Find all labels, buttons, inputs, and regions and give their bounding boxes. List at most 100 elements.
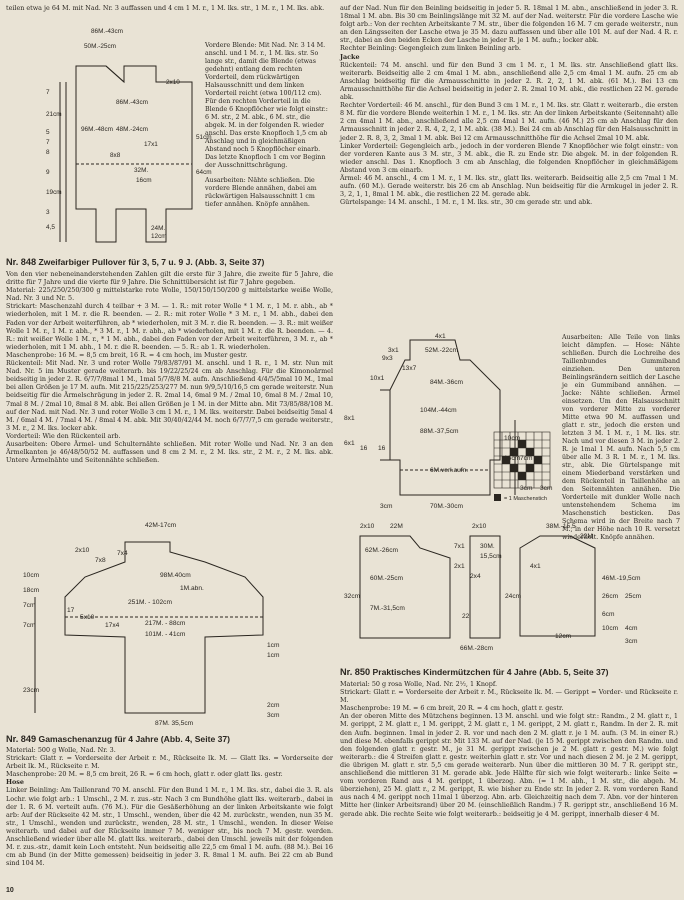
diagram-849-label: 217M. - 88cm (145, 620, 186, 627)
diagram-849-label: 1cm (267, 652, 280, 659)
diagram-850-top-label: 104M.-44cm (420, 407, 457, 414)
diagram-848-label: 86M.-43cm (91, 28, 123, 35)
diagram-850-bottom-label: 7M.-31,5cm (370, 605, 405, 612)
diagram-850-top-label: 10cm (504, 435, 521, 442)
diagram-849-label: 17x4 (105, 622, 120, 629)
diagram-848-label: 48M.-24cm (116, 126, 148, 133)
diagram-848-label: 2x10 (166, 79, 180, 86)
diagram-848-label: 12cm (151, 233, 167, 240)
diagram-849-label: 2x10 (75, 547, 90, 554)
diagram-849: 42M-17cm 2x10 7x8 7x4 98M.40cm 1M.abn. 2… (23, 522, 280, 727)
diagram-850-bottom-label: 46M.-19,5cm (602, 575, 641, 582)
diagram-849-label: 7x4 (117, 550, 128, 557)
schema-legend: = 1 Maschenstich (504, 496, 547, 502)
diagram-850-top-label: 7cm (520, 455, 533, 462)
diagram-848-label: 4,5 (46, 224, 55, 231)
diagram-850-top-label: 9x3 (382, 355, 393, 362)
diagram-850-top-label: 4x1 (435, 333, 446, 340)
diagram-850-bottom-label: 4x1 (530, 563, 541, 570)
diagram-848-label: 17x1 (144, 141, 158, 148)
diagram-850-bottom-label: 32cm (344, 593, 361, 600)
stitch-schema: = 1 Maschenstich (493, 431, 551, 502)
diagram-849-label: 7cm (23, 622, 36, 629)
diagram-848: 86M.-43cm 50M.-25cm 86M.-43cm 96M.-48cm … (46, 28, 212, 243)
diagram-850-bottom-label: 7x1 (454, 543, 465, 550)
diagram-850-top-label: 16cm (504, 455, 521, 462)
diagram-849-label: 98M.40cm (160, 572, 191, 579)
diagram-849-label: 10cm (23, 572, 40, 579)
diagram-849-label: 5x10 (80, 614, 95, 621)
diagram-850-top-label: 84M.-36cm (430, 379, 463, 386)
diagram-848-label: 86M.-43cm (116, 99, 148, 106)
diagram-848-label: 32M. (134, 167, 148, 174)
diagram-849-label: 18cm (23, 587, 40, 594)
diagram-850-top-label: 88M.-37,5cm (420, 428, 459, 435)
diagram-850-bottom-label: 2x4 (470, 573, 481, 580)
diagram-848-label: 3 (46, 209, 50, 216)
diagram-850-bottom-label: 15,5cm (480, 553, 502, 560)
diagram-849-label: 23cm (23, 687, 40, 694)
body-849: Material: 500 g Wolle, Nad. Nr. 3. Stric… (6, 746, 333, 868)
diagram-850-bottom-label: 38M.-15,5 (546, 523, 576, 530)
diagram-850-top-label: 3x1 (388, 347, 399, 354)
diagram-849-label: 2cm (267, 702, 280, 709)
diagram-850-bottom-label: 24cm (505, 593, 522, 600)
ausarbeiten-right: Ausarbeiten: Alle Teile von links leicht… (562, 334, 680, 542)
diagram-849-label: 87M. 35,5cm (155, 720, 194, 727)
diagram-848-label: 50M.-25cm (84, 43, 116, 50)
diagram-850-bottom-label: 22M (390, 523, 403, 530)
diagram-850-bottom-label: 2x10 (472, 523, 487, 530)
diagram-850-bottom-label: 26cm (602, 593, 619, 600)
diagram-850-top-label: 3cm (540, 485, 553, 492)
diagram-848-label: 24M. (151, 225, 165, 232)
diagram-850-top-label: 8x1 (344, 415, 355, 422)
body-848: Von den vier nebeneinanderstehenden Zahl… (6, 270, 333, 465)
diagram-848-label: 19cm (46, 189, 62, 196)
diagram-850-top-label: 6M.verl.aufn. (430, 467, 468, 474)
diagram-848-label: 64cm (196, 169, 212, 176)
diagram-849-label: 251M. - 102cm (128, 599, 172, 606)
diagram-850-top: 4x1 52M.-22cm 84M.-36cm 104M.-44cm 88M.-… (344, 333, 553, 510)
diagram-850-bottom-label: 4cm (625, 625, 638, 632)
diagram-849-label: 17 (67, 607, 75, 614)
title-849: Nr. 849 Gamaschenanzug für 4 Jahre (Abb.… (6, 734, 231, 744)
title-848: Nr. 848 Zweifarbiger Pullover für 3, 5, … (6, 257, 265, 267)
diagram-850-bottom-label: 3cm (625, 638, 638, 645)
diagram-848-label: 9 (46, 169, 50, 176)
diagram-848-label: 16cm (136, 177, 152, 184)
diagram-850-top-label: 3cm (380, 503, 393, 510)
diagram-849-label: 1M.abn. (180, 585, 204, 592)
diagram-850-bottom-label: 22M (580, 533, 593, 540)
diagram-848-label: 96M.-48cm (81, 126, 113, 133)
diagram-850-bottom-label: 25cm (625, 593, 642, 600)
diagram-849-label: 1cm (267, 642, 280, 649)
diagram-849-label: 42M-17cm (145, 522, 177, 529)
page-number: 10 (6, 887, 14, 894)
diagram-850-bottom-label: 2x1 (454, 563, 465, 570)
diagram-850-bottom-label: 22 (462, 613, 470, 620)
diagram-848-label: 5 (46, 129, 50, 136)
right-col-top: auf der Nad. Nun für den Beinling beidse… (340, 4, 678, 207)
diagram-850-top-label: 16 (378, 445, 386, 452)
diagram-848-label: 51cm (196, 134, 212, 141)
diagram-848-label: 7 (46, 139, 50, 146)
diagram-850-top-label: 70M.-30cm (430, 503, 463, 510)
diagram-850-bottom-label: 2x10 (360, 523, 375, 530)
diagram-850-bottom-label: 12cm (555, 633, 572, 640)
diagram-850-bottom-label: 66M.-28cm (460, 645, 493, 652)
diagram-850-bottom-label: 6cm (602, 611, 615, 618)
diagram-850-bottom-label: 30M. (480, 543, 495, 550)
diagram-848-label: 8 (46, 149, 50, 156)
diagram-850-bottom-label: 60M.-25cm (370, 575, 403, 582)
body-850: Material: 50 g rosa Wolle, Nad. Nr. 2½, … (340, 680, 678, 818)
diagram-849-label: 7cm (23, 602, 36, 609)
diagram-850-top-label: 13x7 (402, 365, 417, 372)
diagram-850-top-label: 3cm (520, 485, 533, 492)
diagram-850-top-label: 52M.-22cm (425, 347, 458, 354)
diagram-850-top-label: 16 (360, 445, 368, 452)
diagram-849-label: 101M. - 41cm (145, 631, 186, 638)
diagram-850-bottom-label: 10cm (602, 625, 619, 632)
diagram-850-bottom-label: 62M.-26cm (365, 547, 398, 554)
top-left-text: teilen etwa je 64 M. mit Nad. Nr. 3 auff… (6, 4, 325, 12)
